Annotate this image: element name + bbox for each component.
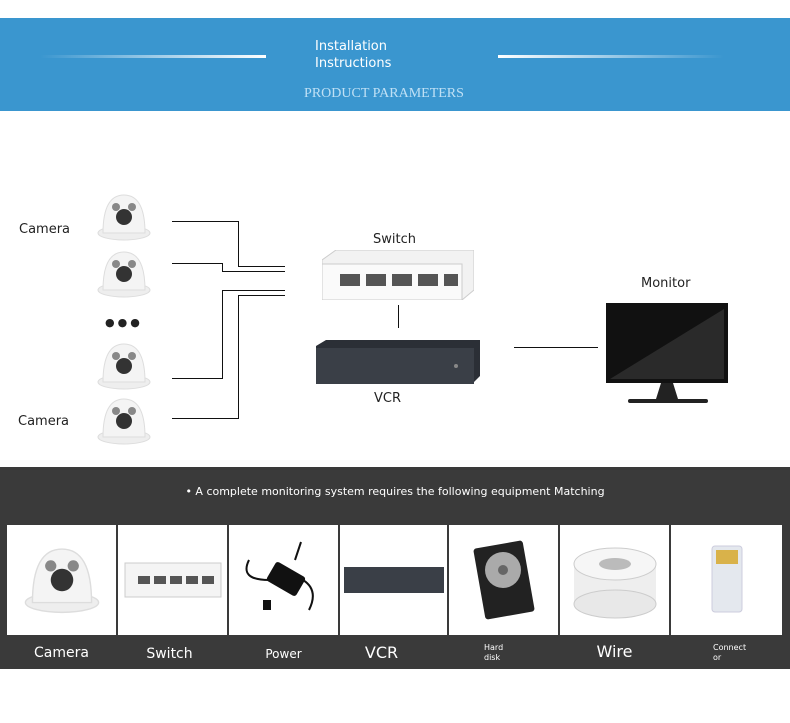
decor-line-left [40,55,266,58]
equipment-vcr-image [340,525,447,635]
hard-disk-icon [473,540,534,620]
cable [222,290,285,291]
switch-icon [124,562,221,598]
equipment-label: VCR [364,643,399,662]
equipment-hard-disk-image [449,525,558,635]
banner-subtitle: PRODUCT PARAMETERS [304,86,464,101]
switch-label: Switch [373,232,416,247]
monitor-label: Monitor [641,276,691,291]
wire-roll-icon [573,547,656,619]
equipment-label: Connect or [713,643,747,662]
title-line-2: Instructions [315,56,392,71]
vcr-icon [343,567,444,593]
camera-icon [24,548,99,614]
cable [398,305,399,328]
equipment-label: Power [265,647,302,661]
cable [172,221,239,267]
camera-icon [97,343,151,390]
cable [172,263,223,272]
decor-line-right [498,55,724,58]
equipment-heading: • A complete monitoring system requires … [185,485,605,498]
equipment-power-image [229,525,338,635]
camera-label-top: Camera [19,222,71,237]
equipment-wire-image [560,525,669,635]
camera-icon [97,251,151,298]
cable [172,290,223,379]
camera-icon [97,398,151,445]
equipment-label: Wire [596,642,633,661]
title-line-1: Installation [315,39,388,54]
equipment-switch-image [118,525,227,635]
equipment-label: Hard disk [484,643,504,662]
cable [172,295,239,419]
vcr-label: VCR [374,391,402,406]
cable [222,271,285,272]
cable [514,347,598,348]
camera-icon [97,194,151,241]
connector-icon [711,545,742,613]
equipment-camera-image [7,525,116,635]
equipment-connector-image [671,525,782,635]
power-adapter-icon [245,541,314,611]
camera-label-bottom: Camera [18,414,70,429]
monitor-icon [606,303,728,403]
ellipsis: ●●● [105,316,143,329]
vcr-icon [316,340,480,384]
equipment-section: • A complete monitoring system requires … [0,467,790,669]
switch-icon [322,250,474,300]
cable [238,295,285,296]
equipment-label: Switch [146,646,193,662]
cable [238,266,285,267]
equipment-label: Camera [34,645,89,661]
